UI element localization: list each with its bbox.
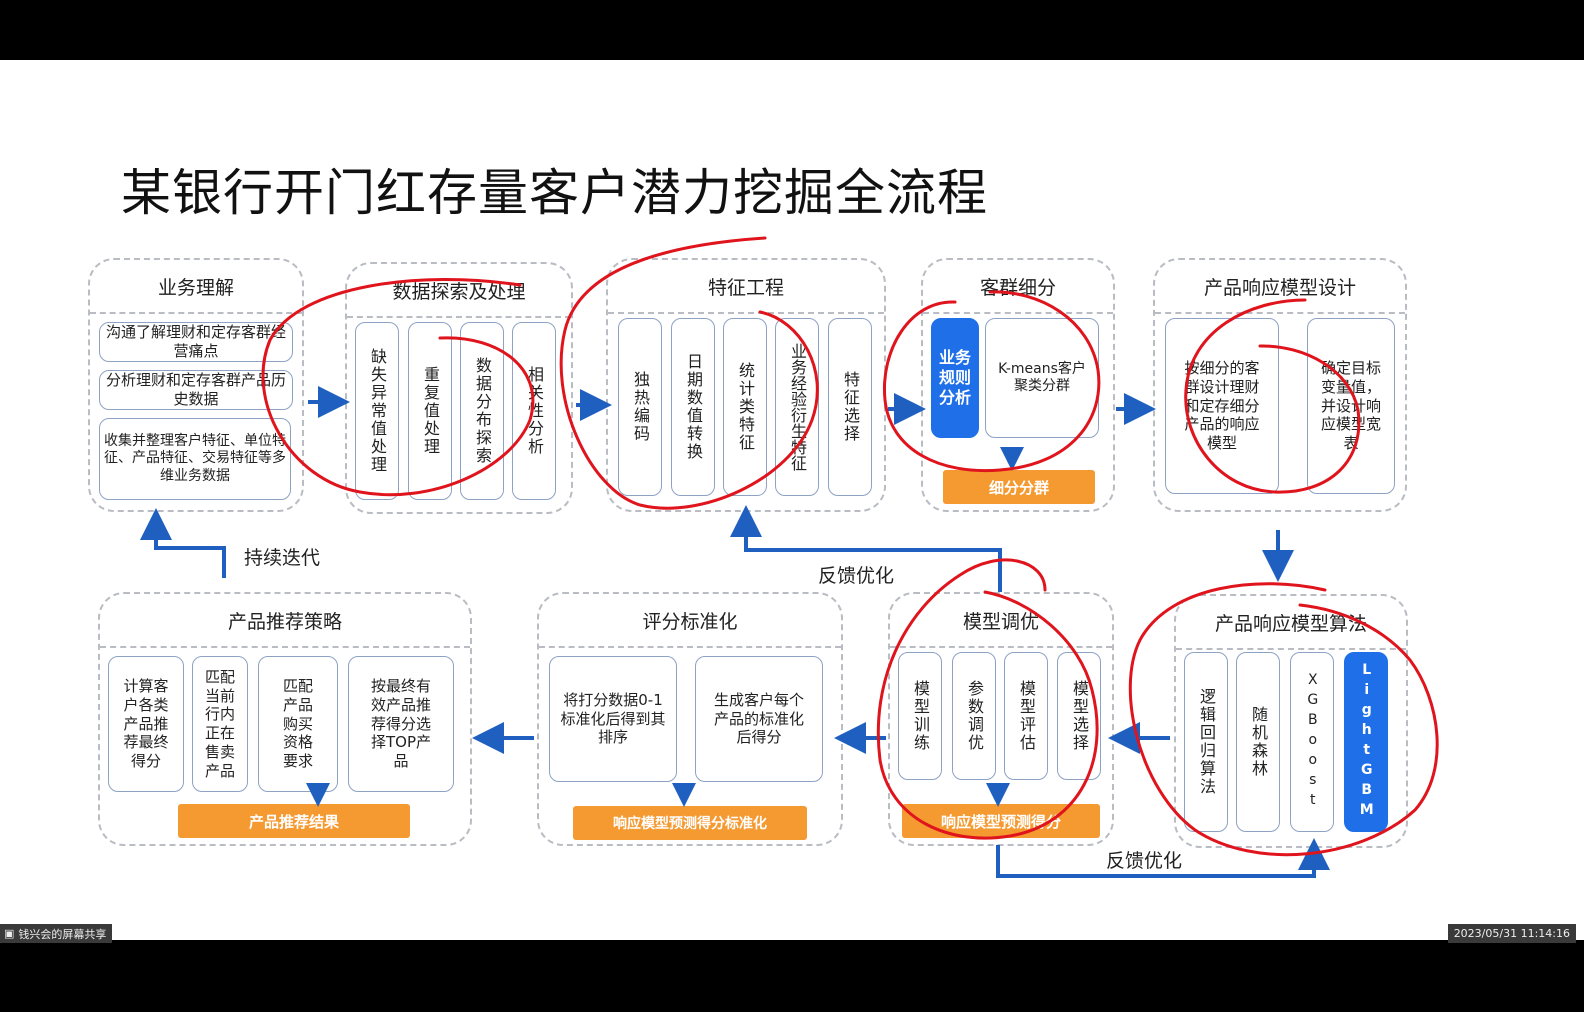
slide-title: 某银行开门红存量客户潜力挖掘全流程: [121, 164, 988, 222]
strategy-item: 匹配产品购买资格要求: [258, 656, 338, 792]
data-item: 缺失异常值处理: [355, 322, 399, 500]
rule-analysis-box: 业务规则分析: [931, 318, 979, 438]
stage-title: 客群细分: [923, 260, 1113, 314]
strategy-item: 匹配当前行内正在售卖产品: [192, 656, 248, 792]
feedback-label-top: 反馈优化: [818, 565, 895, 587]
stage-data: 数据探索及处理 缺失异常值处理 重复值处理 数据分布探索 相关性分析: [345, 262, 573, 514]
tuning-item: 模型训练: [898, 652, 942, 780]
algo-item: 随机森林: [1236, 652, 1280, 832]
algo-item: 逻辑回归算法: [1184, 652, 1228, 832]
share-label: 钱兴会的屏幕共享: [18, 927, 107, 941]
strategy-result: 产品推荐结果: [178, 804, 410, 838]
stage-title: 产品推荐策略: [100, 594, 470, 648]
feature-item: 业务经验衍生特征: [775, 318, 819, 496]
stage-score: 评分标准化 将打分数据0-1标准化后得到其排序 生成客户每个产品的标准化后得分 …: [537, 592, 843, 846]
algo-item: XGBoost: [1290, 652, 1334, 832]
timestamp-text: 2023/05/31 11:14:16: [1453, 927, 1570, 940]
score-item: 将打分数据0-1标准化后得到其排序: [549, 656, 677, 782]
data-item: 重复值处理: [408, 322, 452, 500]
feature-item: 独热编码: [618, 318, 662, 496]
stage-title: 业务理解: [90, 260, 302, 314]
stage-title: 数据探索及处理: [347, 264, 571, 318]
business-item: 沟通了解理财和定存客群经营痛点: [99, 322, 293, 362]
data-item: 相关性分析: [512, 322, 556, 500]
algo-item-lightgbm: LightGBM: [1344, 652, 1388, 832]
stage-feature: 特征工程 独热编码 日期数值转换 统计类特征 业务经验衍生特征 特征选择: [606, 258, 886, 512]
stage-title: 评分标准化: [539, 594, 841, 648]
stage-strategy: 产品推荐策略 计算客户各类产品推荐最终得分 匹配当前行内正在售卖产品 匹配产品购…: [98, 592, 472, 846]
feature-item: 日期数值转换: [671, 318, 715, 496]
score-result: 响应模型预测得分标准化: [573, 806, 807, 840]
tuning-item: 模型评估: [1004, 652, 1048, 780]
tuning-item: 模型选择: [1057, 652, 1101, 780]
design-item: 确定目标变量值，并设计响应模型宽表: [1307, 318, 1395, 494]
iterate-label: 持续迭代: [244, 547, 321, 569]
feature-item: 统计类特征: [723, 318, 767, 496]
stage-title: 模型调优: [890, 594, 1112, 648]
business-item: 分析理财和定存客群产品历史数据: [99, 370, 293, 410]
design-item: 按细分的客群设计理财和定存细分产品的响应模型: [1165, 318, 1279, 494]
stage-design: 产品响应模型设计 按细分的客群设计理财和定存细分产品的响应模型 确定目标变量值，…: [1153, 258, 1407, 512]
stage-algorithm: 产品响应模型算法 逻辑回归算法 随机森林 XGBoost LightGBM: [1174, 594, 1408, 848]
screen-share-indicator[interactable]: ▣ 钱兴会的屏幕共享: [0, 924, 113, 943]
segment-result: 细分分群: [943, 470, 1095, 504]
stage-title: 产品响应模型设计: [1155, 260, 1405, 314]
stage-business: 业务理解 沟通了解理财和定存客群经营痛点 分析理财和定存客群产品历史数据 收集并…: [88, 258, 304, 512]
tuning-item: 参数调优: [952, 652, 996, 780]
stage-title: 特征工程: [608, 260, 884, 314]
timestamp-badge: 2023/05/31 11:14:16: [1447, 924, 1576, 943]
share-icon: ▣: [4, 927, 15, 940]
strategy-item: 按最终有效产品推荐得分选择TOP产品: [348, 656, 454, 792]
tuning-result: 响应模型预测得分: [902, 804, 1100, 838]
feedback-label-bottom: 反馈优化: [1106, 850, 1183, 872]
stage-tuning: 模型调优 模型训练 参数调优 模型评估 模型选择 响应模型预测得分: [888, 592, 1114, 846]
strategy-item: 计算客户各类产品推荐最终得分: [108, 656, 184, 792]
data-item: 数据分布探索: [460, 322, 504, 500]
feature-item: 特征选择: [828, 318, 872, 496]
kmeans-box: K-means客户聚类分群: [985, 318, 1099, 438]
stage-title: 产品响应模型算法: [1176, 596, 1406, 650]
score-item: 生成客户每个产品的标准化后得分: [695, 656, 823, 782]
stage-segment: 客群细分 业务规则分析 K-means客户聚类分群 细分分群: [921, 258, 1115, 512]
business-item: 收集并整理客户特征、单位特征、产品特征、交易特征等多维业务数据: [99, 418, 291, 500]
